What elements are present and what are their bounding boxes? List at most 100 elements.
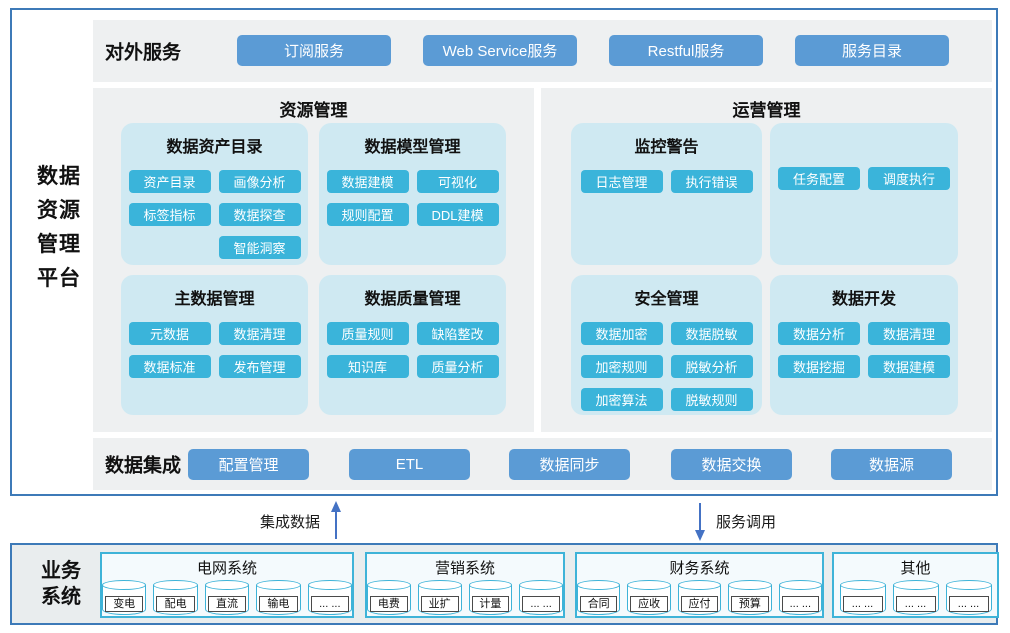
database-icon: ... ...: [778, 580, 823, 616]
block-master-data-mgmt: 主数据管理 元数据 数据清理 数据标准 发布管理: [121, 275, 308, 415]
resource-management-section: 资源管理 数据资产目录 资产目录 画像分析 标签指标 数据探查 智能洞察 数据模…: [93, 88, 534, 432]
database-label: 配电: [156, 596, 195, 612]
database-label: 直流: [207, 596, 247, 612]
platform-title: 数据 资源 管理 平台: [26, 160, 92, 296]
database-icon: 变电: [101, 580, 147, 616]
block-title: 安全管理: [634, 291, 699, 308]
block-monitoring-alert: 监控警告 日志管理 执行错误: [571, 123, 762, 265]
database-label: 应付: [680, 596, 719, 612]
business-systems-panel: 业务 系统 电网系统 变电 配电 直流 输电 ... ... 营销系统 电费 业…: [10, 543, 999, 625]
platform-title-line: 管理: [37, 233, 81, 256]
external-services-label: 对外服务: [105, 42, 182, 64]
node-data-cleaning: 数据清理: [218, 322, 301, 345]
group-title: 电网系统: [196, 560, 257, 577]
database-icon: ... ...: [519, 580, 563, 616]
database-icon: ... ...: [307, 580, 353, 616]
node-ddl-modeling: DDL建模: [416, 203, 499, 226]
node-masking-rules: 脱敏规则: [670, 388, 753, 411]
node-data-standard: 数据标准: [128, 355, 211, 378]
business-systems-label-line: 业务: [41, 560, 81, 582]
block-title: 监控警告: [634, 139, 699, 156]
node-quality-rules: 质量规则: [326, 322, 409, 345]
block-title: 主数据管理: [174, 291, 255, 308]
node-data-modeling-dev: 数据建模: [868, 355, 950, 378]
database-label: 合同: [579, 596, 618, 612]
integration-data-label: 集成数据: [260, 513, 321, 531]
node-data-masking: 数据脱敏: [670, 322, 753, 345]
database-row: 电费 业扩 计量 ... ...: [367, 580, 563, 616]
block-security-mgmt: 安全管理 数据加密 数据脱敏 加密规则 脱敏分析 加密算法 脱敏规则: [571, 275, 762, 415]
node-etl: ETL: [349, 449, 470, 480]
service-call-flow: 服务调用: [692, 501, 776, 541]
block-grid: 元数据 数据清理 数据标准 发布管理: [121, 322, 308, 378]
node-defect-fix: 缺陷整改: [416, 322, 499, 345]
node-restful-service: Restful服务: [609, 35, 763, 66]
block-grid: 资产目录 画像分析 标签指标 数据探查 智能洞察: [121, 170, 308, 259]
database-row: 合同 应收 应付 预算 ... ...: [576, 580, 823, 616]
node-data-analysis: 数据分析: [778, 322, 860, 345]
block-data-model-mgmt: 数据模型管理 数据建模 可视化 规则配置 DDL建模: [319, 123, 506, 265]
group-title: 营销系统: [434, 560, 495, 577]
database-icon: 预算: [728, 580, 772, 616]
down-arrow-icon: [695, 503, 705, 541]
database-label: ... ...: [522, 596, 560, 612]
group-title: 财务系统: [669, 560, 730, 577]
database-icon: ... ...: [839, 580, 886, 616]
block-data-asset-catalog: 数据资产目录 资产目录 画像分析 标签指标 数据探查 智能洞察: [121, 123, 308, 265]
node-data-exploration: 数据探查: [218, 203, 301, 226]
block-grid: 数据建模 可视化 规则配置 DDL建模: [319, 170, 506, 226]
database-icon: ... ...: [892, 580, 939, 616]
database-label: 计量: [471, 596, 510, 612]
integration-data-flow: 集成数据: [260, 501, 344, 541]
database-label: 变电: [104, 596, 144, 612]
database-icon: ... ...: [945, 580, 992, 616]
group-power-grid-system: 电网系统 变电 配电 直流 输电 ... ...: [100, 552, 354, 618]
block-grid: 日志管理 执行错误: [571, 170, 762, 193]
node-encryption-algo: 加密算法: [580, 388, 663, 411]
node-config-mgmt: 配置管理: [188, 449, 309, 480]
database-icon: 直流: [204, 580, 250, 616]
block-grid: 数据分析 数据清理 数据挖掘 数据建模: [770, 322, 958, 378]
block-title: 数据开发: [831, 291, 896, 308]
node-metadata: 元数据: [128, 322, 211, 345]
block-grid: 数据加密 数据脱敏 加密规则 脱敏分析 加密算法 脱敏规则: [571, 322, 762, 411]
node-data-sync: 数据同步: [509, 449, 630, 480]
block-title: 数据资产目录: [166, 139, 263, 156]
node-encryption-rules: 加密规则: [580, 355, 663, 378]
database-icon: 业扩: [417, 580, 462, 616]
database-label: ... ...: [948, 596, 989, 612]
node-data-modeling: 数据建模: [326, 170, 409, 193]
platform-title-line: 平台: [37, 267, 81, 290]
node-task-config: 任务配置: [778, 167, 860, 190]
database-label: 输电: [259, 596, 298, 612]
node-visualization: 可视化: [416, 170, 499, 193]
node-web-service: Web Service服务: [423, 35, 577, 66]
database-icon: 电费: [367, 580, 411, 616]
business-systems-label-line: 系统: [41, 586, 81, 608]
node-knowledge-base: 知识库: [326, 355, 409, 378]
database-row: 变电 配电 直流 输电 ... ...: [101, 580, 353, 616]
block-task-scheduling: 任务配置 调度执行: [770, 123, 958, 265]
database-label: 电费: [370, 596, 408, 612]
node-schedule-exec: 调度执行: [868, 167, 950, 190]
database-icon: 输电: [256, 580, 301, 616]
node-rule-config: 规则配置: [326, 203, 409, 226]
node-publish-mgmt: 发布管理: [218, 355, 301, 378]
node-data-encryption: 数据加密: [580, 322, 663, 345]
database-label: ... ...: [781, 596, 820, 612]
platform-title-line: 数据: [37, 165, 81, 188]
group-title: 其他: [900, 560, 931, 577]
group-other-systems: 其他 ... ... ... ... ... ...: [832, 552, 999, 618]
database-label: 预算: [731, 596, 769, 612]
node-profile-analysis: 画像分析: [218, 170, 301, 193]
block-title: 数据模型管理: [364, 139, 461, 156]
database-icon: 合同: [576, 580, 621, 616]
block-title: 数据质量管理: [364, 291, 461, 308]
node-data-source: 数据源: [831, 449, 952, 480]
data-integration-label: 数据集成: [105, 455, 182, 477]
block-grid: 质量规则 缺陷整改 知识库 质量分析: [319, 322, 506, 378]
database-row: ... ... ... ... ... ...: [834, 580, 997, 616]
database-icon: 计量: [468, 580, 513, 616]
node-service-catalog: 服务目录: [795, 35, 949, 66]
